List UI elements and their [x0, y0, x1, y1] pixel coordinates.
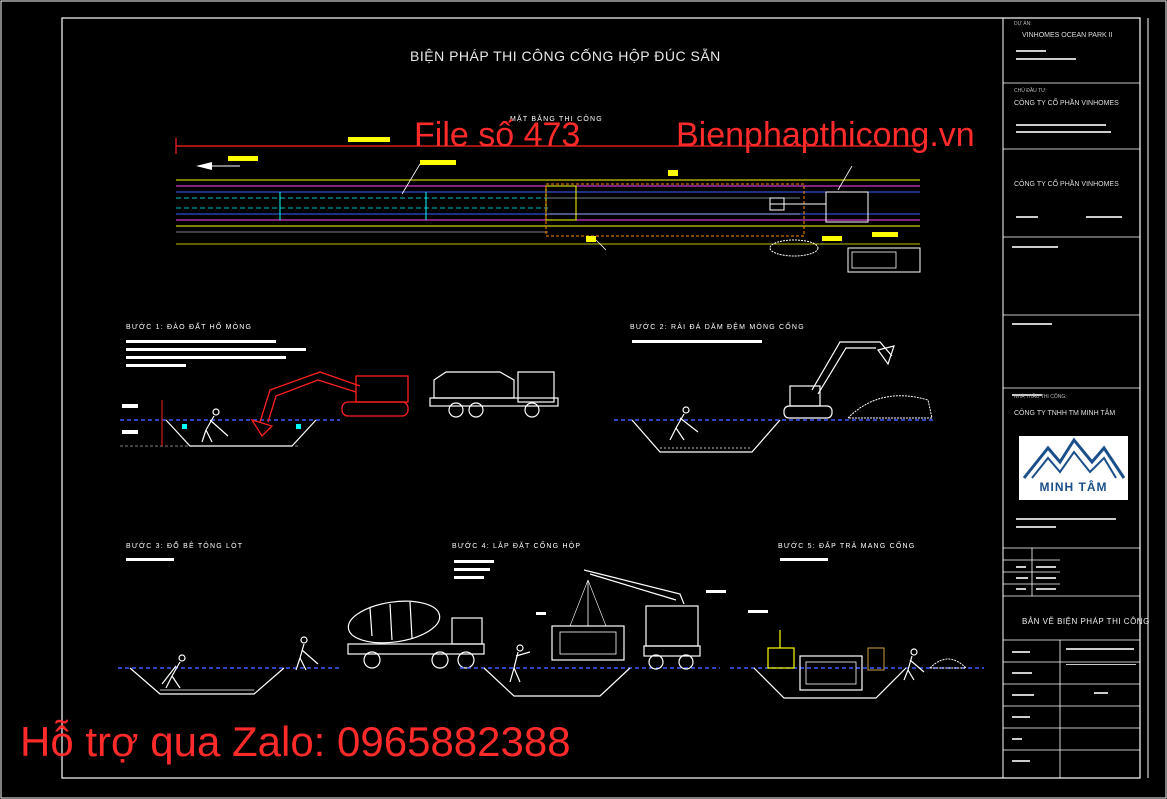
- plan-label: MẶT BẰNG THI CÔNG: [510, 116, 603, 123]
- plan-view: [175, 137, 921, 273]
- contractor-label: NHÀ THẦU THI CÔNG:: [1014, 394, 1067, 400]
- title-block-fine-text: [1012, 50, 1136, 762]
- watermark-file-number: File số 473: [414, 116, 581, 154]
- minh-tam-logo-icon: [1019, 436, 1128, 500]
- project-name: VINHOMES OCEAN PARK II: [1022, 32, 1113, 39]
- dump-truck-1: [429, 371, 559, 418]
- step1-title: BƯỚC 1: ĐÀO ĐẤT HỐ MÓNG: [126, 324, 253, 331]
- excavator-white: [783, 341, 895, 419]
- step3-section: [118, 558, 485, 695]
- step4-title: BƯỚC 4: LẮP ĐẶT CỐNG HỘP: [452, 543, 582, 550]
- inner-frame: [61, 17, 1141, 779]
- watermark-site: Bienphapthicong.vn: [676, 116, 975, 154]
- excavator-red: [250, 371, 409, 438]
- sheet-title: BẢN VẼ BIỆN PHÁP THI CÔNG: [1022, 617, 1150, 626]
- mobile-crane: [583, 569, 701, 670]
- step4-section: [454, 560, 726, 697]
- drawing-title: BIỆN PHÁP THI CÔNG CỐNG HỘP ĐÚC SẴN: [410, 48, 721, 64]
- plate-compactor: [767, 630, 795, 669]
- step2-section: [614, 340, 936, 453]
- logo-text: MINH TÂM: [1039, 480, 1108, 494]
- owner-label: CHỦ ĐẦU TƯ:: [1014, 88, 1047, 94]
- contractor-name: CÔNG TY TNHH TM MINH TÂM: [1014, 410, 1116, 417]
- project-label: DỰ ÁN:: [1014, 21, 1032, 27]
- step1-section: [120, 340, 559, 447]
- box-culvert: [551, 625, 625, 661]
- step1-notes: [126, 340, 306, 367]
- step5-title: BƯỚC 5: ĐẮP TRẢ MANG CỐNG: [778, 543, 916, 550]
- step2-title: BƯỚC 2: RẢI ĐÁ DĂM ĐỆM MÓNG CỐNG: [630, 324, 805, 331]
- step3-title: BƯỚC 3: ĐỔ BÊ TÔNG LÓT: [126, 543, 244, 550]
- step5-section: [730, 558, 984, 699]
- title-block-grid: [1003, 82, 1140, 778]
- concrete-mixer: [347, 600, 485, 669]
- consultant-name: CÔNG TY CỔ PHẦN VINHOMES: [1014, 181, 1119, 188]
- watermark-zalo-support: Hỗ trợ qua Zalo: 0965882388: [20, 718, 571, 765]
- owner-name: CÔNG TY CỔ PHẦN VINHOMES: [1014, 100, 1119, 107]
